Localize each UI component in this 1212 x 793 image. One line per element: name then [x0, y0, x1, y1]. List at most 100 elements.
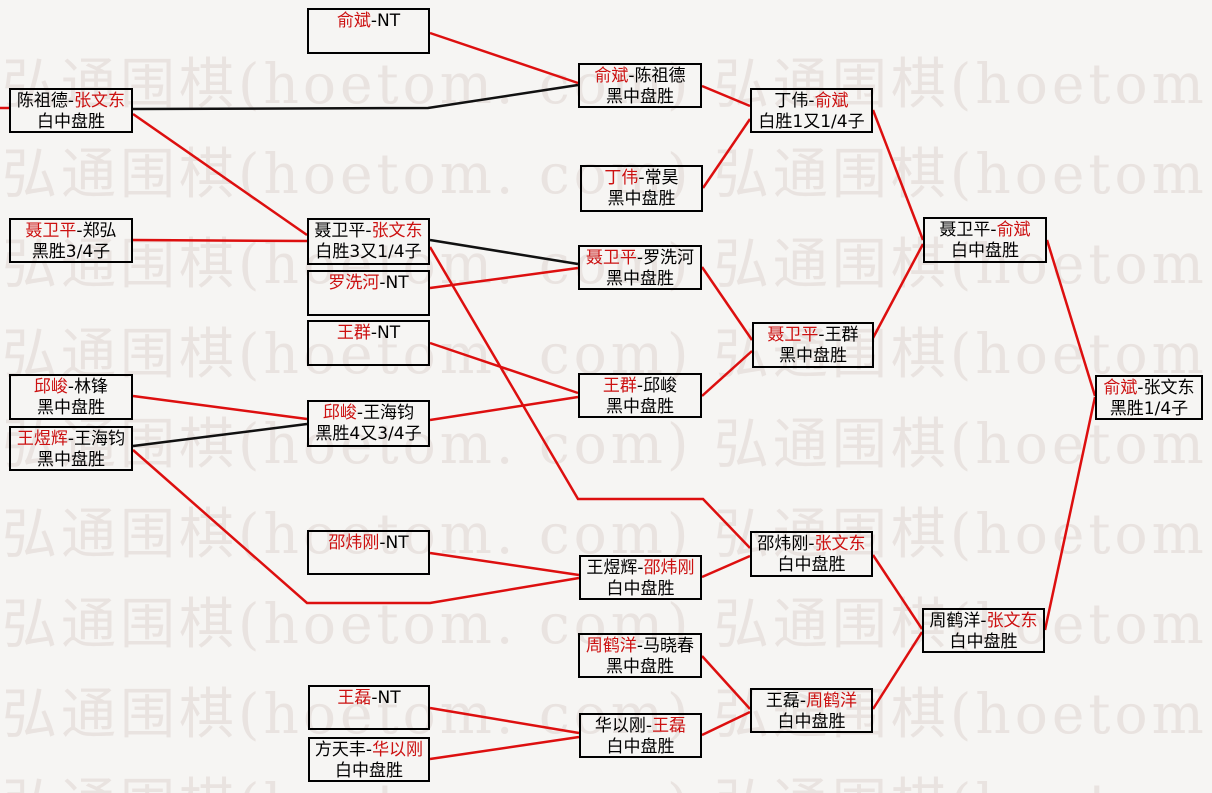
- player1-name: 俞斌: [594, 66, 629, 86]
- player-separator: -: [636, 636, 644, 656]
- bracket-line-qiu-lin-to-qiu-whj: [132, 394, 308, 421]
- match-result: 黑中盘胜: [606, 87, 674, 107]
- player2-name: 张文东: [814, 534, 866, 554]
- player-separator: -: [365, 221, 372, 241]
- player1-name: 王群: [602, 376, 637, 396]
- player1-name: 王群: [336, 323, 371, 343]
- match-box-shao-nt: 邵炜刚-NT: [307, 530, 430, 575]
- match-box-zhou-zhang: 周鹤洋-张文东白中盘胜: [922, 608, 1045, 653]
- match-box-chen-zhang: 陈祖德-张文东白中盘胜: [9, 88, 133, 133]
- bracket-line-shao-zhang-to-zhou-zhang: [871, 554, 924, 630]
- watermark-text: 弘通围棋(hoetom. com) 弘通围棋(hoetom. com) 弘通围棋…: [2, 759, 1212, 793]
- match-result: 白中盘胜: [777, 555, 846, 575]
- bracket-line-shao-nt-to-wyh-shao: [429, 551, 580, 577]
- match-result: 黑中盘胜: [37, 450, 105, 470]
- bracket-line-yubin-chen-to-ding-yubin: [701, 84, 751, 108]
- player1-name: 邵炜刚: [757, 534, 809, 554]
- player2-name: 王磊: [652, 716, 687, 736]
- player1-name: 俞斌: [1103, 378, 1138, 398]
- match-box-wanglei-zhou: 王磊-周鹤洋白中盘胜: [750, 688, 873, 733]
- match-box-luo-nt: 罗洗河-NT: [307, 270, 430, 316]
- match-players: 周鹤洋-马晓春: [580, 636, 700, 657]
- bracket-line-hua-wanglei-to-wanglei-zhou: [701, 710, 751, 737]
- player2-name: 邱峻: [643, 376, 678, 396]
- player1-name: 邱峻: [33, 377, 68, 397]
- match-box-nie-luo: 聂卫平-罗洗河黑中盘胜: [578, 245, 702, 290]
- player2-name: 郑弘: [82, 221, 117, 241]
- player-separator: -: [808, 91, 815, 111]
- player2-name: NT: [385, 533, 409, 553]
- player2-name: 王群: [824, 325, 859, 345]
- bracket-line-nie-luo-to-nie-wangqun: [700, 266, 754, 341]
- match-result: 黑胜3/4子: [31, 242, 111, 262]
- match-result: 白中盘胜: [606, 579, 675, 599]
- match-box-nie-zhang: 聂卫平-张文东白胜3又1/4子: [307, 218, 430, 265]
- match-box-wangqun-qiu: 王群-邱峻黑中盘胜: [578, 373, 702, 418]
- player1-name: 周鹤洋: [929, 611, 981, 631]
- player-separator: -: [636, 376, 644, 396]
- match-result: 黑中盘胜: [37, 398, 105, 418]
- player-separator: -: [379, 273, 386, 293]
- player2-name: 常昊: [644, 168, 679, 188]
- match-box-wyh-shao: 王煜辉-邵炜刚白中盘胜: [579, 555, 702, 600]
- match-players: 丁伟-常昊: [582, 168, 701, 189]
- match-players: 邱峻-王海钧: [309, 403, 428, 424]
- player1-name: 聂卫平: [585, 248, 637, 268]
- player1-name: 丁伟: [604, 168, 639, 188]
- player2-name: NT: [377, 323, 401, 343]
- player1-name: 俞斌: [336, 11, 371, 31]
- match-box-nie-zheng: 聂卫平-郑弘黑胜3/4子: [9, 218, 133, 263]
- match-box-nie-yubin: 聂卫平-俞斌白中盘胜: [923, 217, 1047, 263]
- player-separator: -: [67, 377, 75, 397]
- player-separator: -: [645, 716, 653, 736]
- match-players: 王煜辉-王海钧: [11, 429, 131, 450]
- bracket-line-wanglei-nt-to-hua-wanglei: [429, 706, 580, 735]
- match-players: 王群-NT: [309, 323, 428, 344]
- player-separator: -: [370, 11, 378, 31]
- player2-name: 王海钧: [74, 429, 126, 449]
- match-box-shao-zhang: 邵炜刚-张文东白中盘胜: [750, 531, 873, 577]
- bracket-line-ding-chang-to-ding-yubin: [701, 118, 752, 189]
- player2-name: 张文东: [371, 221, 423, 241]
- match-players: 聂卫平-俞斌: [925, 220, 1045, 241]
- bracket-line-qiu-whj-to-wangqun-qiu: [429, 395, 579, 422]
- match-box-ding-chang: 丁伟-常昊黑中盘胜: [580, 165, 703, 212]
- player-separator: -: [818, 325, 825, 345]
- player1-name: 邵炜刚: [328, 533, 380, 553]
- player-separator: -: [990, 220, 997, 240]
- player-separator: -: [637, 558, 644, 578]
- match-box-wanglei-nt: 王磊-NT: [308, 685, 430, 730]
- match-players: 王煜辉-邵炜刚: [581, 558, 700, 579]
- watermark-text: 弘通围棋(hoetom. com) 弘通围棋(hoetom. com) 弘通围棋…: [2, 51, 1212, 116]
- player1-name: 王煜辉: [586, 558, 638, 578]
- player-separator: -: [628, 66, 635, 86]
- player-separator: -: [371, 688, 378, 708]
- player-separator: -: [356, 403, 364, 423]
- match-box-hua-wanglei: 华以刚-王磊白中盘胜: [579, 713, 702, 758]
- player1-name: 聂卫平: [314, 221, 366, 241]
- bracket-line-wyh-whj-to-wyh-shao: [132, 449, 580, 605]
- bracket-line-nie-zheng-to-nie-zhang: [132, 238, 308, 243]
- match-players: 俞斌-NT: [309, 11, 428, 32]
- player-separator: -: [67, 91, 75, 111]
- player-separator: -: [370, 323, 378, 343]
- player1-name: 聂卫平: [939, 220, 991, 240]
- bracket-line-wangqun-qiu-to-nie-wangqun: [701, 350, 753, 397]
- match-box-yubin-zhang: 俞斌-张文东黑胜1/4子: [1095, 375, 1203, 420]
- match-players: 丁伟-俞斌: [752, 91, 871, 112]
- match-players: 邱峻-林锋: [11, 377, 131, 398]
- bracket-line-nie-zhang-to-nie-luo: [429, 238, 579, 266]
- match-result: 白中盘胜: [606, 737, 675, 757]
- match-box-yubin-nt: 俞斌-NT: [307, 8, 430, 54]
- player2-name: 罗洗河: [643, 248, 695, 268]
- bracket-line-chen-zhang-to-yubin-chen: [132, 83, 579, 111]
- player1-name: 邱峻: [322, 403, 357, 423]
- match-box-yubin-chen: 俞斌-陈祖德黑中盘胜: [578, 63, 702, 108]
- bracket-line-nie-wangqun-to-nie-yubin: [871, 243, 925, 339]
- bracket-line-wyh-shao-to-shao-zhang: [701, 554, 751, 579]
- match-players: 聂卫平-张文东: [309, 221, 428, 242]
- player2-name: 马晓春: [643, 636, 695, 656]
- bracket-line-ding-yubin-to-nie-yubin: [871, 109, 925, 241]
